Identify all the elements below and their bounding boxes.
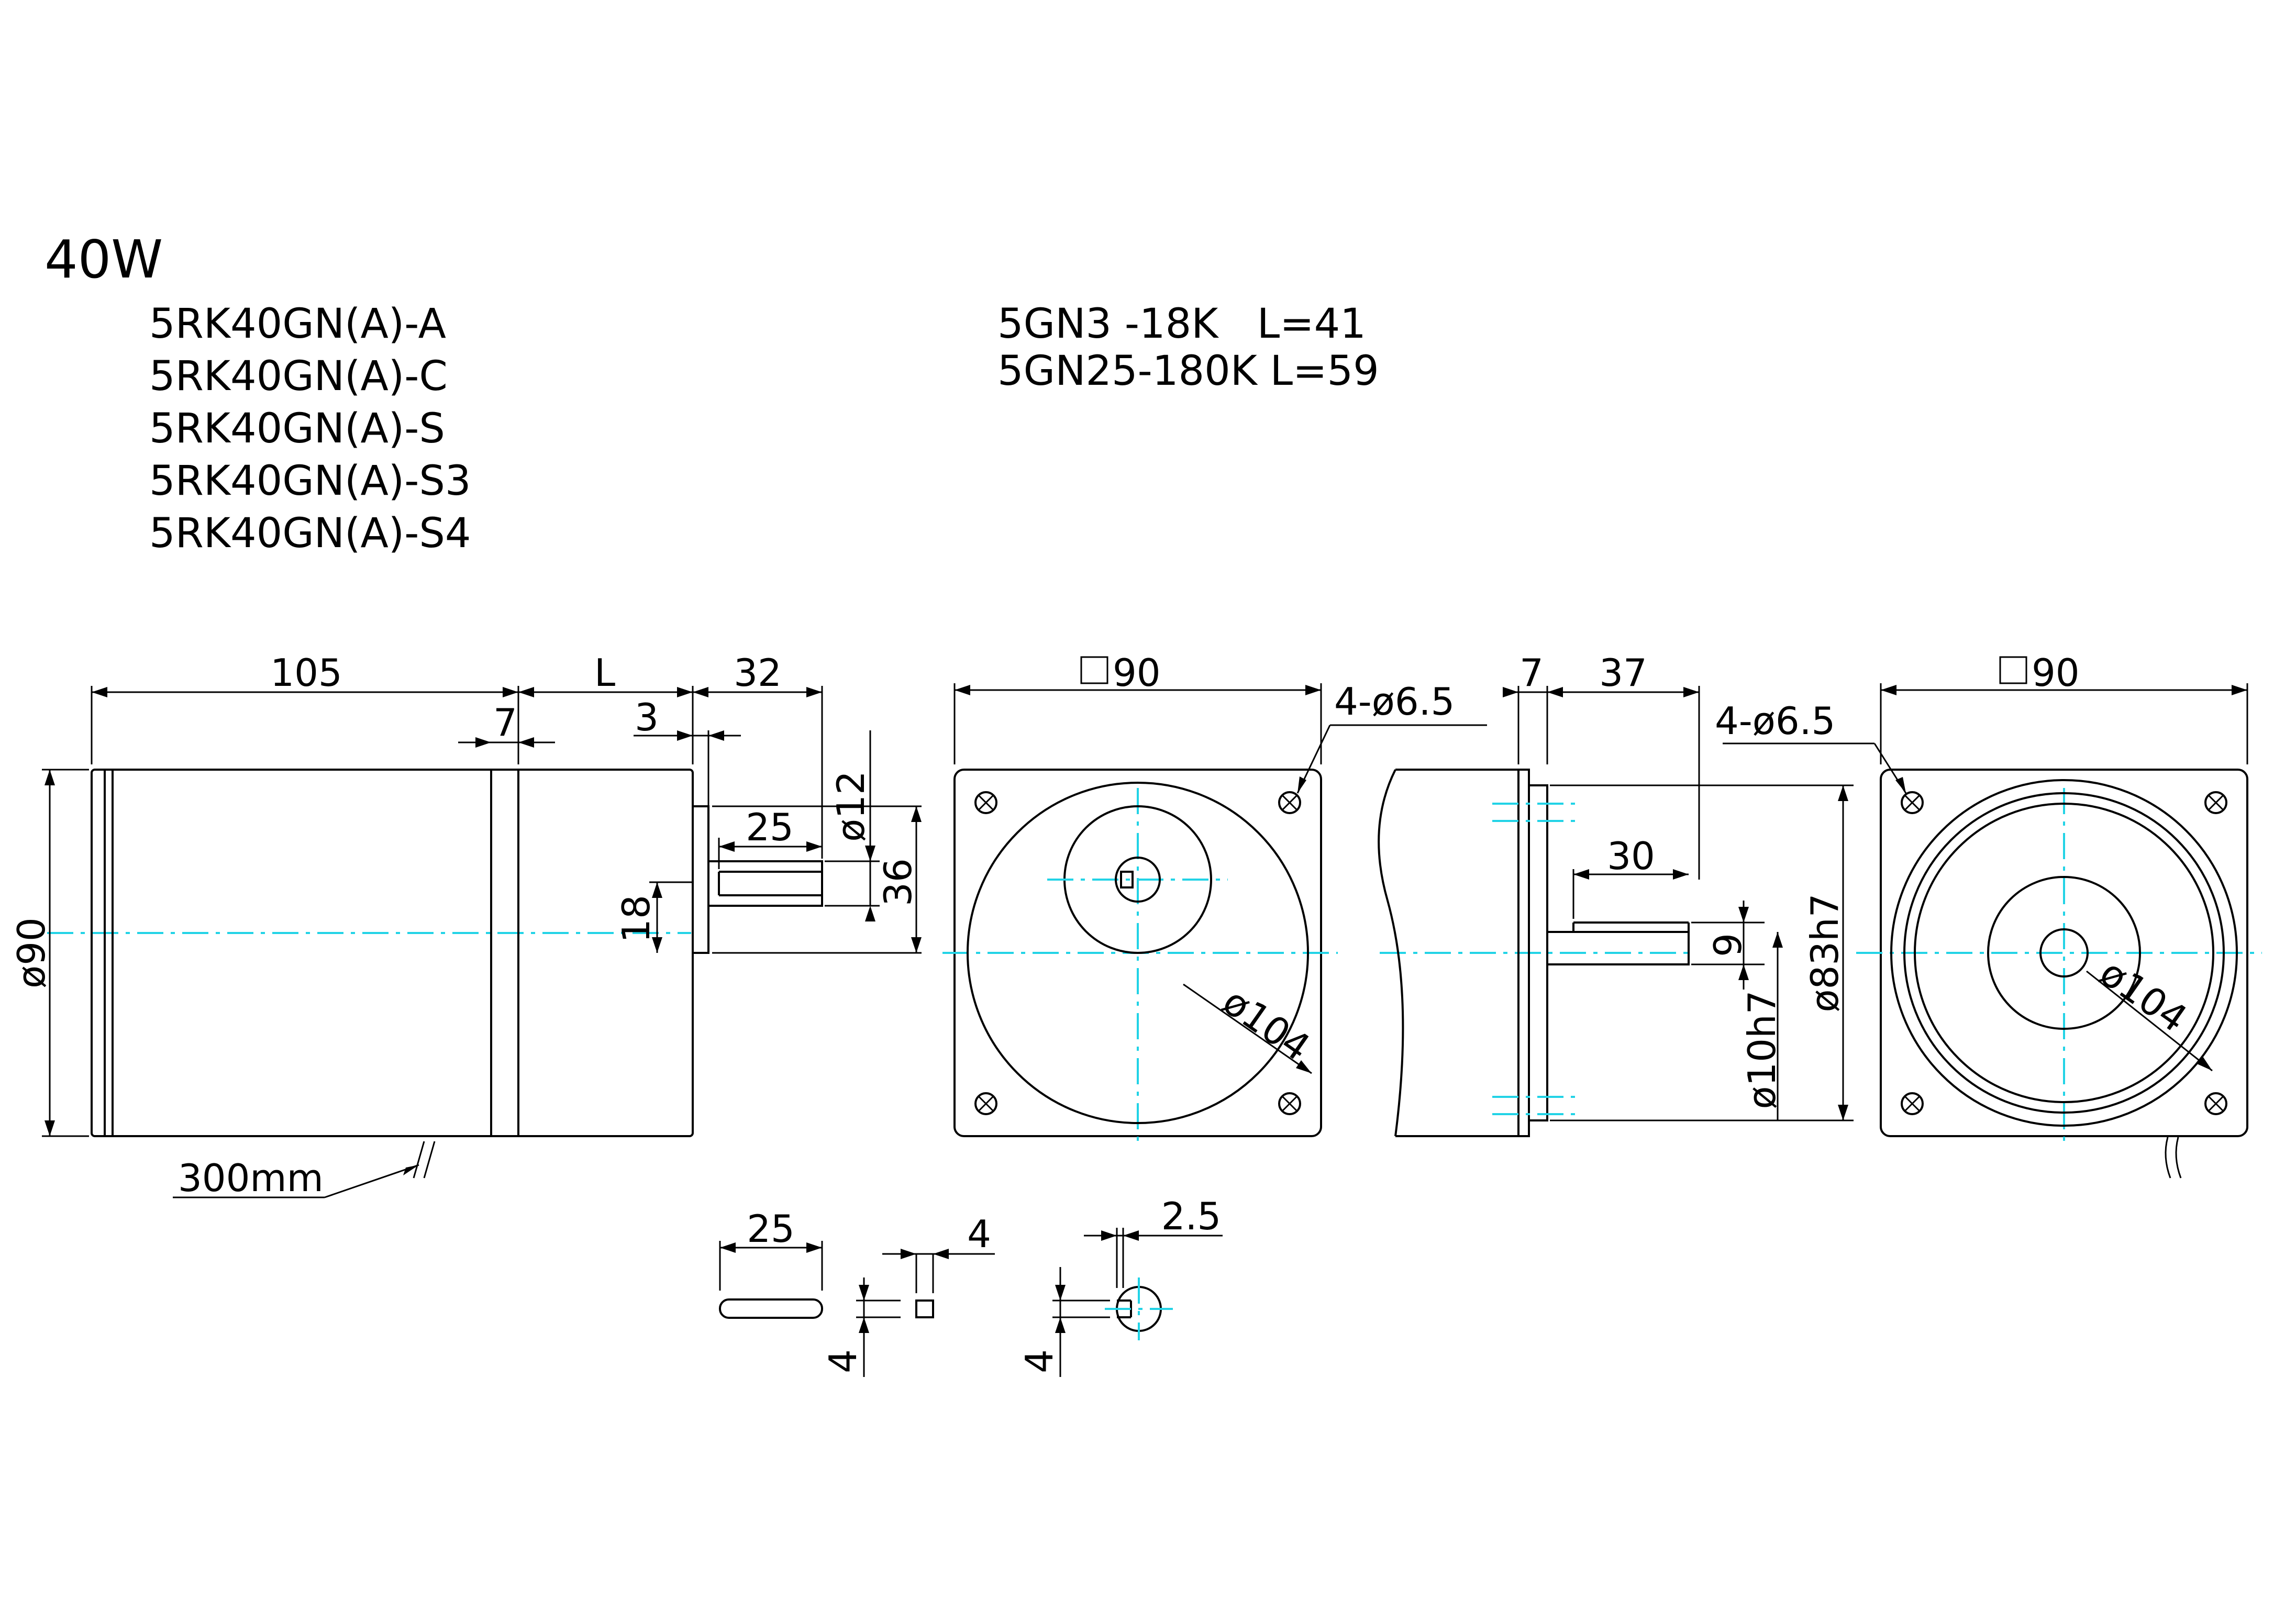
model-2: 5RK40GN(A)-C [149, 353, 448, 400]
dim-3: 3 [635, 695, 659, 739]
rear-pcd: ø104 [2092, 950, 2195, 1041]
key-height: 4 [821, 1349, 865, 1373]
key-width: 4 [967, 1212, 991, 1256]
dcut-depth: 2.5 [1161, 1194, 1222, 1238]
flange-dia-10: ø10h7 [1740, 990, 1784, 1109]
front-hole-br [1278, 1092, 1301, 1115]
flange-dim-9: 9 [1706, 933, 1750, 957]
rear-hole-tr [2204, 791, 2227, 814]
dim-32: 32 [734, 651, 782, 695]
gearhead-1: 5GN3 -18K L=41 [997, 301, 1366, 348]
gearhead-list: 5GN3 -18K L=41 5GN25-180K L=59 [997, 301, 1379, 395]
cable-length: 300mm [178, 1156, 324, 1200]
flange-dim-37: 37 [1599, 651, 1647, 695]
power-title: 40W [45, 229, 163, 290]
dia-90: ø90 [9, 917, 53, 988]
front-hole-tr [1278, 791, 1301, 814]
rear-holes: 4-ø6.5 [1715, 699, 1835, 743]
rear-hole-bl [1901, 1092, 1924, 1115]
dcut-detail: 2.5 4 [1017, 1194, 1223, 1377]
model-1: 5RK40GN(A)-A [149, 301, 446, 348]
dim-18: 18 [614, 895, 658, 943]
dim-105: 105 [270, 651, 342, 695]
side-view: 105 L 32 7 3 25 ø12 36 [9, 651, 922, 1200]
rear-hole-tl [1901, 791, 1924, 814]
front-holes: 4-ø6.5 [1334, 680, 1455, 724]
gearhead-2: 5GN25-180K L=59 [997, 348, 1379, 395]
front-square-90: 90 [1113, 651, 1161, 695]
dim-36: 36 [876, 858, 920, 906]
front-view: 90 4-ø6.5 ø104 [942, 651, 1487, 1144]
model-3: 5RK40GN(A)-S [149, 405, 445, 452]
dcut-height: 4 [1017, 1349, 1061, 1373]
flange-dim-30: 30 [1607, 834, 1655, 878]
dim-25: 25 [746, 805, 794, 849]
flange-view: 7 37 30 9 ø10h7 ø83h7 [1378, 651, 1854, 1137]
flange-dia-83: ø83h7 [1803, 893, 1847, 1012]
dim-L: L [594, 651, 615, 695]
rear-view: 90 4-ø6.5 ø104 [1715, 651, 2262, 1179]
flange-dim-7: 7 [1519, 651, 1544, 695]
model-5: 5RK40GN(A)-S4 [149, 510, 471, 557]
front-hole-tl [974, 791, 997, 814]
rear-square-90: 90 [2032, 651, 2080, 695]
front-hole-bl [974, 1092, 997, 1115]
rear-hole-br [2204, 1092, 2227, 1115]
key-detail: 25 4 4 [719, 1207, 995, 1377]
dim-7: 7 [493, 701, 517, 745]
key-length: 25 [747, 1207, 795, 1251]
model-list: 5RK40GN(A)-A 5RK40GN(A)-C 5RK40GN(A)-S 5… [149, 301, 471, 557]
model-4: 5RK40GN(A)-S3 [149, 458, 471, 505]
